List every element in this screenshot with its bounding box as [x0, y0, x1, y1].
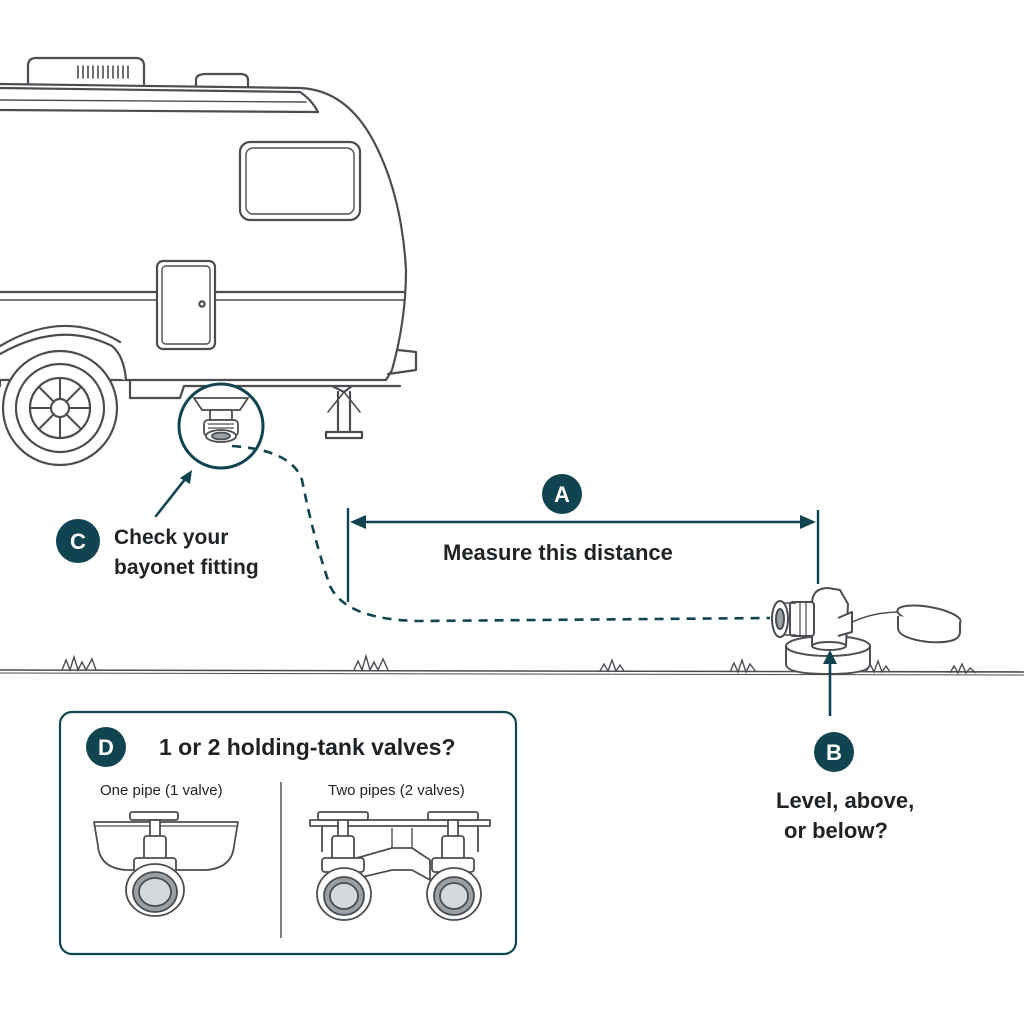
- measure-distance-label: Measure this distance: [443, 540, 673, 565]
- bayonet-fitting-icon: [192, 397, 250, 443]
- bayonet-fitting-callout: [154, 382, 265, 518]
- sewer-inlet-icon: [771, 587, 962, 675]
- bayonet-label-line1: Check your: [114, 526, 229, 549]
- level-label-line2: or below?: [784, 818, 888, 843]
- two-pipes-label: Two pipes (2 valves): [328, 782, 465, 799]
- marker-a: A: [542, 474, 582, 514]
- marker-a-text: A: [554, 482, 570, 507]
- marker-d: D: [86, 727, 126, 767]
- marker-d-text: D: [98, 735, 114, 760]
- gate-valve-icon: [309, 811, 491, 921]
- distance-dimension: [346, 508, 823, 602]
- one-pipe-label: One pipe (1 valve): [100, 782, 223, 799]
- marker-c: C: [56, 519, 100, 563]
- gate-valve-icon: [93, 811, 239, 917]
- valves-panel-title: 1 or 2 holding-tank valves?: [159, 734, 456, 760]
- marker-b: B: [814, 732, 854, 772]
- bayonet-label-line2: bayonet fitting: [114, 556, 259, 579]
- travel-trailer-icon: [0, 56, 418, 467]
- marker-b-text: B: [826, 740, 842, 765]
- marker-c-text: C: [70, 529, 86, 554]
- marker-b-arrow: [823, 650, 837, 716]
- sewer-hose-path: [231, 444, 771, 623]
- level-label-line1: Level, above,: [776, 788, 915, 813]
- valves-panel: D: [58, 710, 518, 956]
